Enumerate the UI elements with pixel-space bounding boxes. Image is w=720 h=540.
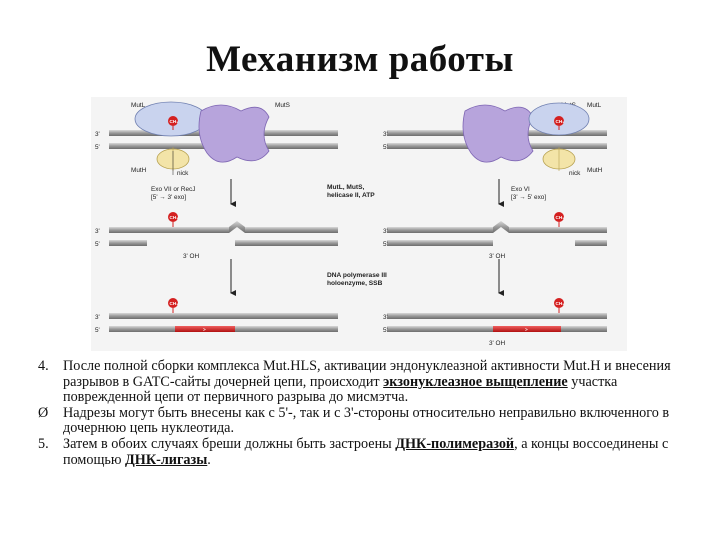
figure-background [91,97,627,351]
exo-right-label-2: [3' → 5' exo] [511,194,546,201]
strand-5-label: 5' [383,144,388,151]
strand-5-label: 5' [95,144,100,151]
methyl-label: CH₃ [170,215,179,220]
strand-5-label: 5' [383,327,388,334]
methyl-group-icon [554,298,564,308]
strand-5-label: 5' [383,241,388,248]
right-panel: 3' 5' MutS MutL CH₃ MutH nick Exo VI [3'… [383,102,607,347]
strand-3-label: 3' [383,314,388,321]
center-step2-label-1: DNA polymerase III [327,272,387,279]
muth-label: MutH [131,167,147,174]
list-marker: 4. [38,358,49,374]
left-stage3-strands: > [109,313,338,332]
methyl-label: CH₃ [170,301,179,306]
muts-label: MutS [275,102,290,109]
bullet-arrow-icon: Ø [38,404,49,421]
mutl-label: MutL [131,102,146,109]
center-step2-label-2: holoenzyme, SSB [327,280,383,287]
strand-3-label: 3' [383,228,388,235]
muts-protein [198,104,270,163]
methyl-label: CH₃ [556,215,565,220]
oh-label: 3' OH [489,253,506,260]
right-stage2-strands [387,221,607,246]
strand-3-label: 3' [383,131,388,138]
nick-label: nick [569,170,581,177]
oh-label: 3' OH [489,340,506,347]
list-item-5: 5.Затем в обоих случаях бреши должны быт… [38,435,669,468]
exo-left-label-2: [5' → 3' exo] [151,194,186,201]
methyl-group-icon [168,298,178,308]
term-dna-ligase: ДНК-лигазы [125,451,208,468]
list-item-4: 4.После полной сборки комплекса Mut.HLS,… [38,358,671,406]
strand-5-label: 5' [95,327,100,334]
mismatch-repair-diagram: 3' 5' MutL MutS CH₃ MutH nick Exo VII or… [91,97,627,351]
nick-label: nick [177,170,189,177]
page-title: Механизм работы [206,39,514,80]
term-exonuclease-excision: экзонуклеазное выщепление [383,373,568,390]
center-step1-label-1: MutL, MutS, [327,184,365,191]
list-marker: 5. [38,435,49,452]
description-list: 4.После полной сборки комплекса Mut.HLS,… [38,358,706,468]
methyl-group-icon [554,212,564,222]
svg-text:>: > [525,327,528,332]
muth-label: MutH [587,167,603,174]
new-dna-segment [175,326,235,332]
strand-3-label: 3' [95,314,100,321]
left-stage2-strands [109,221,338,246]
methyl-label: CH₃ [556,301,565,306]
oh-label: 3' OH [183,253,200,260]
strand-5-label: 5' [95,241,100,248]
svg-text:>: > [203,327,206,332]
right-stage3-strands: > [387,313,607,332]
center-step1-label-2: helicase II, ATP [327,192,375,199]
new-dna-segment [493,326,561,332]
methyl-group-icon [168,212,178,222]
methyl-label: CH₃ [556,119,565,124]
left-panel: 3' 5' MutL MutS CH₃ MutH nick Exo VII or… [95,101,338,334]
mutl-label: MutL [587,102,602,109]
term-dna-polymerase: ДНК-полимеразой [395,435,515,452]
methyl-group-icon [554,116,564,126]
muts-protein [462,104,534,163]
strand-3-label: 3' [95,131,100,138]
exo-left-label-1: Exo VII or RecJ [151,186,195,193]
methyl-group-icon [168,116,178,126]
strand-3-label: 3' [95,228,100,235]
methyl-label: CH₃ [170,119,179,124]
exo-right-label-1: Exo VI [511,186,530,193]
